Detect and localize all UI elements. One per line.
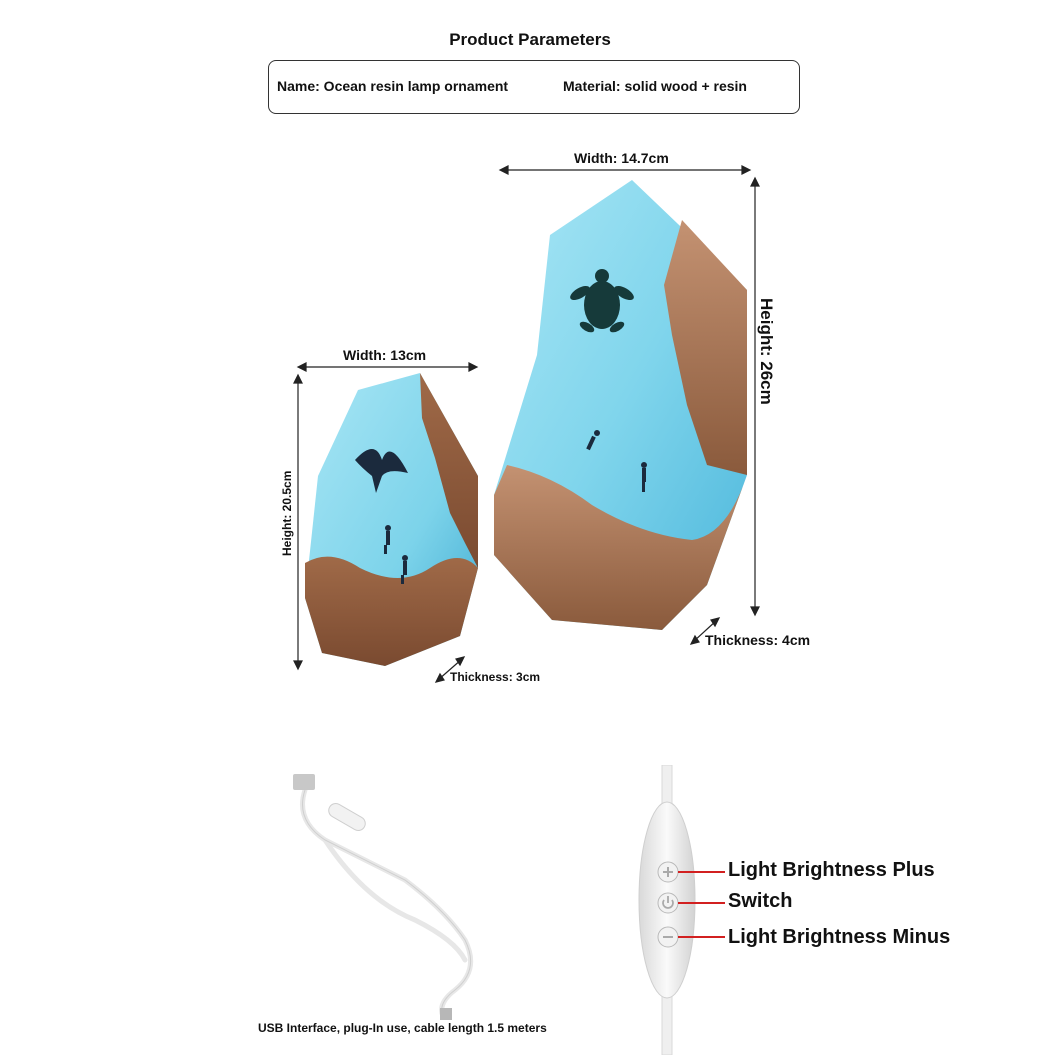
small-lamp-dimension-lines [293, 362, 479, 683]
large-lamp-thickness-label: Thickness: 4cm [705, 632, 811, 648]
diver-icon [586, 430, 647, 492]
parameters-box [268, 60, 800, 114]
brightness-plus-icon[interactable] [657, 861, 679, 883]
small-lamp-thickness-label: Thickness: 3cm [450, 670, 541, 684]
wood-base [494, 465, 747, 630]
wood-right-edge [664, 220, 747, 475]
wood-right-edge [420, 373, 478, 568]
diver-icon [384, 525, 408, 584]
dc-plug-icon [440, 1008, 452, 1020]
power-switch-icon[interactable] [657, 892, 679, 914]
cable-caption: USB Interface, plug-In use, cable length… [258, 1021, 547, 1035]
page-title: Product Parameters [449, 30, 611, 49]
controller-annotation-lines [678, 871, 725, 938]
manta-ray-icon [355, 449, 408, 493]
brightness-minus-label: Light Brightness Minus [728, 926, 951, 948]
small-lamp-width-label: Width: 13cm [343, 347, 427, 363]
small-lamp-image [305, 373, 478, 666]
sea-turtle-icon [570, 269, 634, 333]
large-lamp-dimension-lines [498, 165, 760, 645]
usb-plug-icon [293, 774, 315, 790]
small-lamp-height-label: Height: 20.5cm [280, 470, 294, 556]
switch-label: Switch [728, 890, 793, 912]
material-parameter: Material: solid wood + resin [563, 78, 747, 94]
brightness-plus-label: Light Brightness Plus [728, 859, 935, 881]
inline-switch-icon [328, 803, 366, 831]
controller-image [638, 765, 696, 1055]
usb-cable-image [293, 774, 474, 1020]
name-parameter: Name: Ocean resin lamp ornament [277, 78, 509, 94]
wood-base [305, 556, 478, 666]
large-lamp-height-label: Height: 26cm [757, 298, 776, 405]
large-lamp-image [494, 180, 747, 630]
large-lamp-width-label: Width: 14.7cm [574, 150, 669, 166]
